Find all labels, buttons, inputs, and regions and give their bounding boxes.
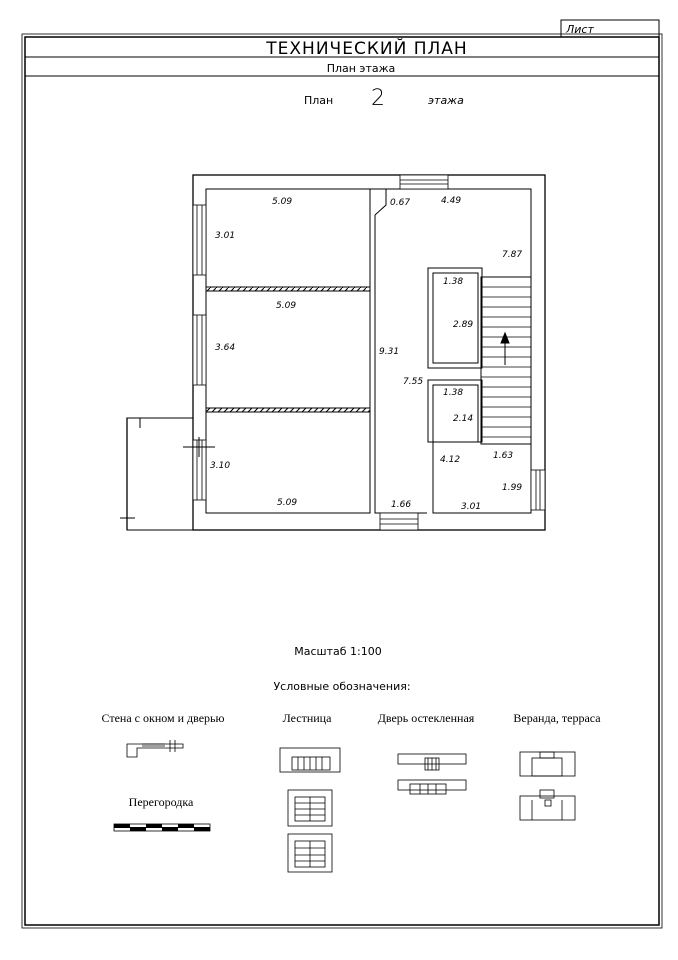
dim-room-bottom-width: 3.01: [461, 502, 481, 512]
dim-room-bottom-right-top: 1.63: [493, 451, 513, 461]
partition-wall: [205, 286, 371, 292]
plan-floor-number: 2: [371, 86, 385, 111]
legend-symbol-veranda: [519, 751, 576, 821]
dim-corridor-length: 9.31: [379, 347, 399, 357]
dim-closet2-height: 2.14: [453, 414, 473, 424]
dim-room1-height: 3.01: [215, 231, 235, 241]
dim-room2-height: 3.64: [215, 343, 235, 353]
legend-partition-label: Перегородка: [129, 795, 194, 809]
dim-closet1-width: 1.38: [443, 277, 463, 287]
sheet-subtitle: План этажа: [327, 62, 396, 75]
legend-title: Условные обозначения:: [273, 680, 410, 693]
dim-hall-inner: 7.55: [403, 377, 423, 387]
dim-hall-right: 7.87: [502, 250, 522, 260]
dim-room2-width: 5.09: [276, 301, 296, 311]
legend-veranda-label: Веранда, терраса: [513, 711, 601, 725]
legend-wall-window-door-label: Стена с окном и дверью: [102, 711, 225, 725]
dim-room3-height: 3.10: [210, 461, 230, 471]
legend-symbol-wall-window-door: [126, 740, 184, 758]
dimension-labels: 5.09 3.01 5.09 3.64 3.10 5.09 9.31 0.67 …: [210, 196, 522, 512]
sheet-frame: [21, 19, 663, 929]
scale-label: Масштаб 1:100: [294, 645, 381, 658]
dim-corridor-bottom: 1.66: [391, 500, 411, 510]
legend-glazed-door-label: Дверь остекленная: [378, 711, 475, 725]
legend-symbol-stairs: [279, 747, 341, 873]
partition-wall: [205, 407, 371, 413]
sheet-title: ТЕХНИЧЕСКИЙ ПЛАН: [265, 37, 467, 59]
dim-corridor-top: 0.67: [390, 198, 410, 208]
legend-stairs-label: Лестница: [283, 711, 333, 725]
dim-room-bottom-left: 4.12: [440, 455, 460, 465]
plan-suffix: этажа: [428, 94, 464, 107]
sheet-label: Лист: [565, 23, 594, 36]
legend-symbol-partition: [113, 823, 211, 832]
dim-closet2-width: 1.38: [443, 388, 463, 398]
dim-room1-width: 5.09: [272, 197, 292, 207]
floor-plan: [120, 174, 546, 531]
dim-hall-top: 4.49: [441, 196, 461, 206]
dim-closet1-height: 2.89: [453, 320, 473, 330]
plan-prefix: План: [304, 94, 333, 107]
legend-symbol-glazed-door: [397, 753, 467, 795]
dim-room-bottom-right-side: 1.99: [502, 483, 522, 493]
dim-room3-width: 5.09: [277, 498, 297, 508]
